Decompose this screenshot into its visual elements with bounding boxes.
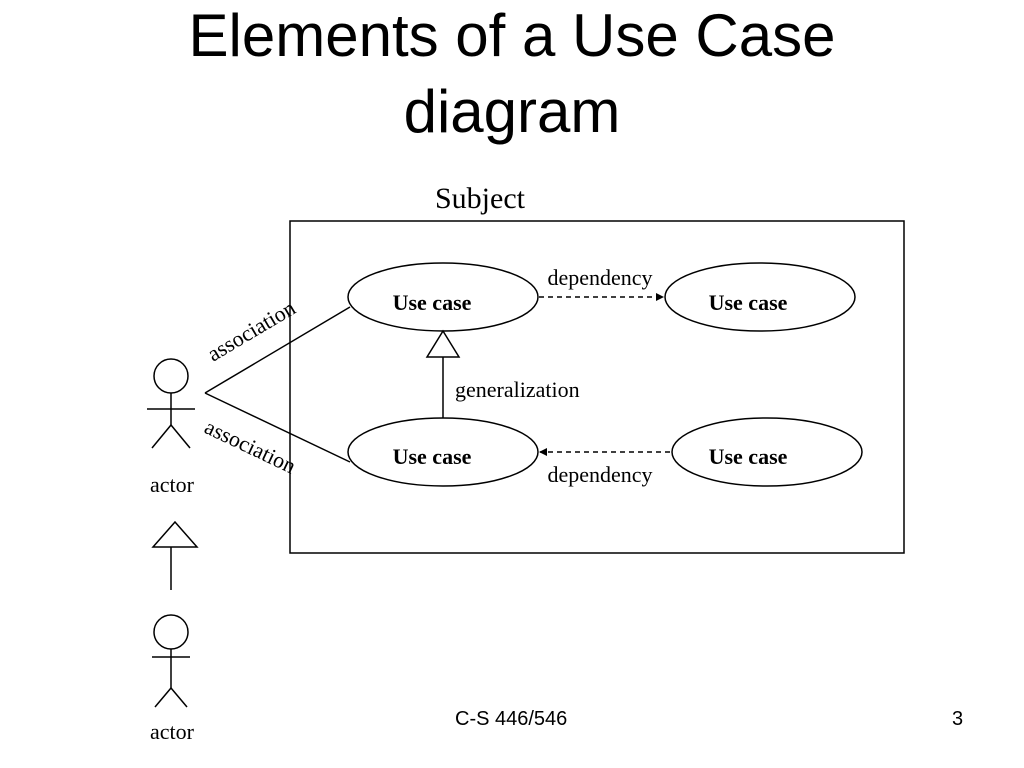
actor-label: actor: [150, 472, 195, 497]
use-case-label: Use case: [393, 444, 472, 469]
use-case-bottom-right: [671, 417, 863, 487]
actor-figure-top: [147, 358, 195, 449]
association-label: association: [201, 414, 300, 479]
use-case-label: Use case: [709, 290, 788, 315]
actor-label: actor: [150, 719, 195, 744]
slide-title-line-1: Elements of a Use Case: [188, 2, 836, 69]
actor-figure-bottom: [152, 614, 190, 708]
dependency-label: dependency: [547, 265, 652, 290]
use-case-label: Use case: [709, 444, 788, 469]
slide-title-line-2: diagram: [403, 78, 621, 145]
subject-boundary: [289, 220, 905, 554]
generalization-triangle: [425, 329, 461, 358]
association-line-upper: [204, 306, 351, 394]
footer-course-code: C-S 446/546: [455, 708, 568, 730]
slide-page-number: 3: [952, 708, 964, 730]
use-case-top-right: [664, 262, 856, 332]
subject-label: Subject: [435, 182, 526, 215]
association-label: association: [203, 295, 300, 366]
generalization-label: generalization: [455, 377, 580, 402]
association-line-lower: [204, 392, 351, 463]
use-case-label: Use case: [393, 290, 472, 315]
dependency-label: dependency: [547, 462, 652, 487]
actor-generalization-triangle: [151, 520, 199, 548]
